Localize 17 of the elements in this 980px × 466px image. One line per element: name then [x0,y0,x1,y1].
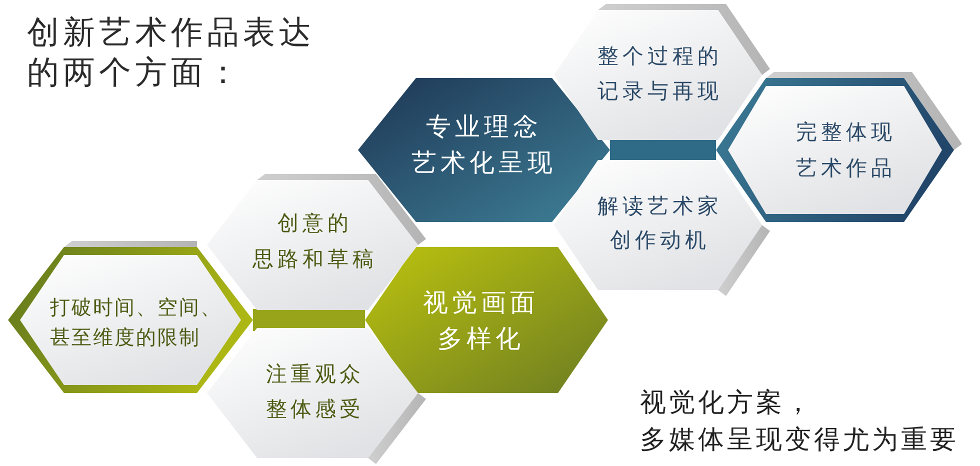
hexagon-text: 解读艺术家创作动机 [596,193,722,254]
hexagon-text: 打破时间、空间、甚至维度的限制 [50,294,222,351]
hexagon-text: 专业理念艺术化呈现 [410,111,556,179]
note-text: 视觉化方案，多媒体呈现变得尤为重要 [640,387,959,457]
hexagon-text: 注重观众整体感受 [264,361,364,423]
hexagon-tile [207,328,426,464]
hexagon-tile [716,72,962,222]
connector-band [253,309,365,331]
hexagon-text: 创意的思路和草稿 [252,210,378,273]
hexagon-tile [554,160,770,296]
hexagon-text: 视觉画面多样化 [422,287,539,355]
connector-band [610,139,716,161]
hexagon-text: 整个过程的记录与再现 [596,43,722,105]
title-text: 创新艺术作品表达的两个方面： [27,12,315,92]
hexagon-text: 完整体现艺术作品 [795,119,896,182]
hexagon-tile [554,4,770,140]
hexagon-tile [8,241,253,393]
